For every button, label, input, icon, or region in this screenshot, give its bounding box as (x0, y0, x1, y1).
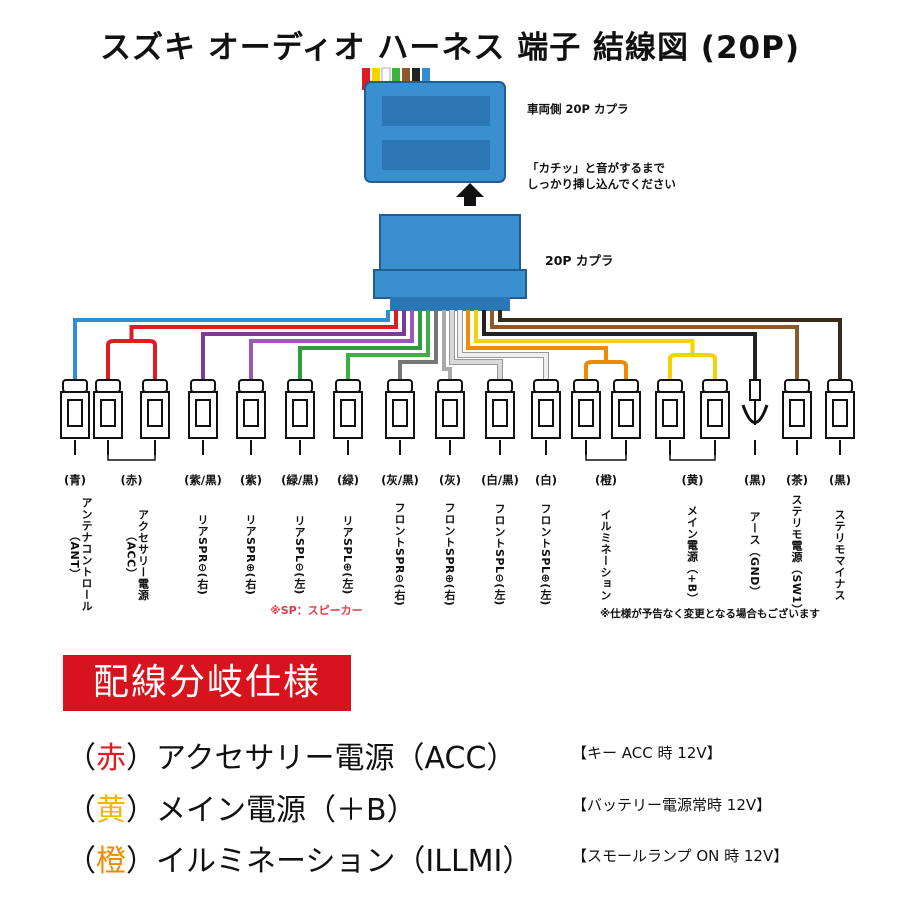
terminal-plug-icon (188, 379, 218, 455)
terminal-plug-icon (385, 379, 415, 455)
branch-color-word: 黄 (96, 793, 126, 828)
terminal-plug-icon (435, 379, 465, 455)
terminal-color-label: (緑/黒) (281, 473, 319, 487)
terminal-plug-icon (611, 379, 641, 455)
terminal-color-label: (白/黒) (481, 473, 519, 487)
branch-row-acc: （赤）アクセサリー電源（ACC） (66, 741, 517, 776)
wire-10 (466, 310, 628, 380)
terminal-name-label: リアSPR⊕(右) (244, 513, 257, 596)
wire-0 (73, 310, 390, 380)
terminal-name-label: フロントSPR⊖(右) (393, 502, 406, 607)
branch-color-word: 赤 (96, 741, 126, 776)
wire-7 (442, 310, 452, 380)
terminal-color-label: (黄) (681, 473, 704, 487)
terminal-name-label: ステリモマイナス (833, 508, 846, 601)
pair-bracket (107, 455, 156, 461)
wire-2 (201, 310, 406, 380)
branch-label: メイン電源（＋B） (156, 793, 417, 828)
terminal-name-label: フロントSPR⊕(右) (443, 502, 456, 607)
branch-label: イルミネーション（ILLMI） (156, 844, 533, 879)
terminal-name-label: ステリモ電源（SW1） (790, 493, 803, 616)
terminal-plug-icon (782, 379, 812, 455)
branch-row-illmi: （橙）イルミネーション（ILLMI） (66, 844, 533, 879)
ground-terminal-icon (741, 379, 769, 455)
terminal-color-label: (灰) (438, 473, 461, 487)
vehicle-connector-label: 車両側 20P カプラ (527, 102, 629, 116)
wire-1 (106, 310, 398, 380)
connector-label: 20P カプラ (545, 253, 614, 268)
terminal-plug-icon (485, 379, 515, 455)
wire-11 (474, 310, 717, 380)
spec-note: ※仕様が予告なく変更となる場合もございます (600, 608, 820, 620)
wire-4 (298, 310, 422, 380)
terminal-name-label: フロントSPL⊖(左) (493, 503, 506, 606)
branch-row-b: （黄）メイン電源（＋B） (66, 793, 417, 828)
terminal-color-label: (黒) (743, 473, 766, 487)
terminal-plug-icon (285, 379, 315, 455)
terminal-name-label: メイン電源（+B） (685, 504, 699, 605)
vehicle-connector (362, 67, 506, 183)
page-title: スズキ オーディオ ハーネス 端子 結線図 (20P) (100, 30, 800, 66)
wire-14 (498, 310, 842, 380)
wire-5 (346, 310, 430, 380)
branch-bracket-b: 【バッテリー電源常時 12V】 (572, 796, 772, 814)
wire-3 (249, 310, 414, 380)
wire-12 (482, 310, 757, 380)
sp-note: ※SP：スピーカー (270, 604, 363, 617)
harness-diagram (60, 67, 855, 461)
terminal-name-label: アース（GND） (748, 511, 761, 598)
terminal-color-label: (青) (63, 473, 86, 487)
branch-color-word: 橙 (96, 844, 126, 879)
pair-bracket (669, 455, 716, 461)
terminal-plug-icon (236, 379, 266, 455)
terminal-name-label: リアSPL⊖(左) (293, 514, 306, 595)
terminal-plug-icon (571, 379, 601, 455)
wire-bundle (73, 310, 842, 380)
terminal-color-label: (茶) (785, 473, 808, 487)
terminal-plugs (60, 379, 855, 461)
insert-arrow-icon (456, 183, 484, 206)
terminal-color-label: (白) (534, 473, 557, 487)
wire-6 (398, 310, 438, 380)
terminal-plug-icon (655, 379, 685, 455)
branch-bracket-illmi: 【スモールランプ ON 時 12V】 (572, 847, 789, 865)
pair-bracket (585, 455, 627, 461)
terminal-name-label: リアSPR⊖(右) (196, 513, 209, 596)
terminal-plug-icon (700, 379, 730, 455)
branch-title: 配線分岐仕様 (63, 655, 351, 711)
terminal-color-label: (紫/黒) (184, 473, 222, 487)
terminal-plug-icon (60, 379, 90, 455)
terminal-name-label: フロントSPL⊕(左) (539, 503, 552, 606)
branch-label: アクセサリー電源（ACC） (156, 741, 517, 776)
terminal-color-label: (橙) (594, 473, 617, 487)
terminal-plug-icon (825, 379, 855, 455)
wire-8 (450, 310, 502, 380)
terminal-color-label: (黒) (828, 473, 851, 487)
branch-bracket-acc: 【キー ACC 時 12V】 (572, 744, 722, 762)
terminal-color-label: (赤) (120, 473, 143, 487)
wire-9 (458, 310, 548, 380)
click-note-line2: しっかり挿し込んでください (527, 177, 676, 191)
terminal-plug-icon (531, 379, 561, 455)
terminal-name-label: アンテナコントロール（ANT） (68, 497, 93, 612)
terminal-plug-icon (140, 379, 170, 455)
wire-13 (490, 310, 799, 380)
click-note-line1: 「カチッ」と音がするまで (527, 161, 665, 175)
terminal-color-label: (緑) (336, 473, 359, 487)
terminal-name-label: イルミネーション (599, 508, 612, 601)
terminal-plug-icon (333, 379, 363, 455)
terminal-name-label: リアSPL⊕(左) (341, 514, 354, 595)
terminal-plug-icon (93, 379, 123, 455)
main-connector (373, 214, 527, 311)
terminal-color-label: (紫) (239, 473, 262, 487)
terminal-name-label: アクセサリー電源（ACC） (124, 508, 150, 601)
terminal-color-label: (灰/黒) (381, 473, 419, 487)
